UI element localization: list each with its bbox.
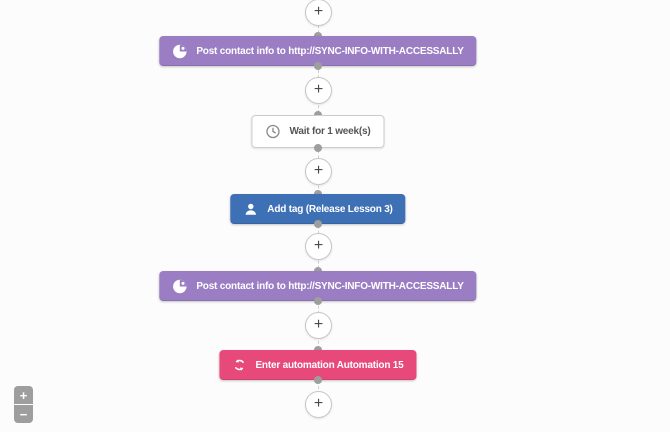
add-step-button-6[interactable]: + bbox=[305, 391, 332, 418]
plus-icon: + bbox=[313, 237, 324, 254]
node-enter-automation-1[interactable]: Enter automation Automation 15 bbox=[219, 350, 417, 380]
person-icon bbox=[243, 202, 258, 217]
node-label: Wait for 1 week(s) bbox=[289, 126, 371, 137]
add-step-button-2[interactable]: + bbox=[305, 77, 332, 104]
node-label: Add tag (Release Lesson 3) bbox=[267, 203, 393, 215]
add-step-button-3[interactable]: + bbox=[305, 158, 332, 185]
plus-icon: + bbox=[313, 81, 324, 98]
add-step-button-5[interactable]: + bbox=[305, 312, 332, 339]
plus-icon: + bbox=[313, 162, 324, 179]
add-step-button-4[interactable]: + bbox=[305, 233, 332, 260]
node-label: Post contact info to http://SYNC-INFO-WI… bbox=[196, 45, 464, 57]
zoom-out-button[interactable]: − bbox=[14, 405, 33, 423]
zoom-in-button[interactable]: + bbox=[14, 386, 33, 404]
node-webhook-1[interactable]: Post contact info to http://SYNC-INFO-WI… bbox=[159, 36, 477, 66]
clock-icon bbox=[265, 124, 280, 139]
connector-dot bbox=[314, 62, 322, 70]
add-step-button-1[interactable]: + bbox=[305, 0, 332, 26]
zoom-out-icon: − bbox=[19, 406, 28, 422]
globe-icon bbox=[172, 279, 187, 294]
plus-icon: + bbox=[313, 316, 324, 333]
connector-dot bbox=[314, 220, 322, 228]
zoom-in-icon: + bbox=[19, 387, 28, 403]
connector-dot bbox=[314, 376, 322, 384]
plus-icon: + bbox=[313, 3, 324, 20]
zoom-controls: + − bbox=[14, 386, 33, 423]
node-add-tag-1[interactable]: Add tag (Release Lesson 3) bbox=[230, 194, 406, 224]
connector-dot bbox=[314, 297, 322, 305]
node-label: Post contact info to http://SYNC-INFO-WI… bbox=[196, 280, 464, 292]
node-webhook-2[interactable]: Post contact info to http://SYNC-INFO-WI… bbox=[159, 271, 477, 301]
globe-icon bbox=[172, 44, 187, 59]
connector-dot bbox=[314, 144, 322, 152]
plus-icon: + bbox=[313, 395, 324, 412]
node-label: Enter automation Automation 15 bbox=[255, 359, 404, 371]
sync-arrows-icon bbox=[232, 358, 246, 372]
